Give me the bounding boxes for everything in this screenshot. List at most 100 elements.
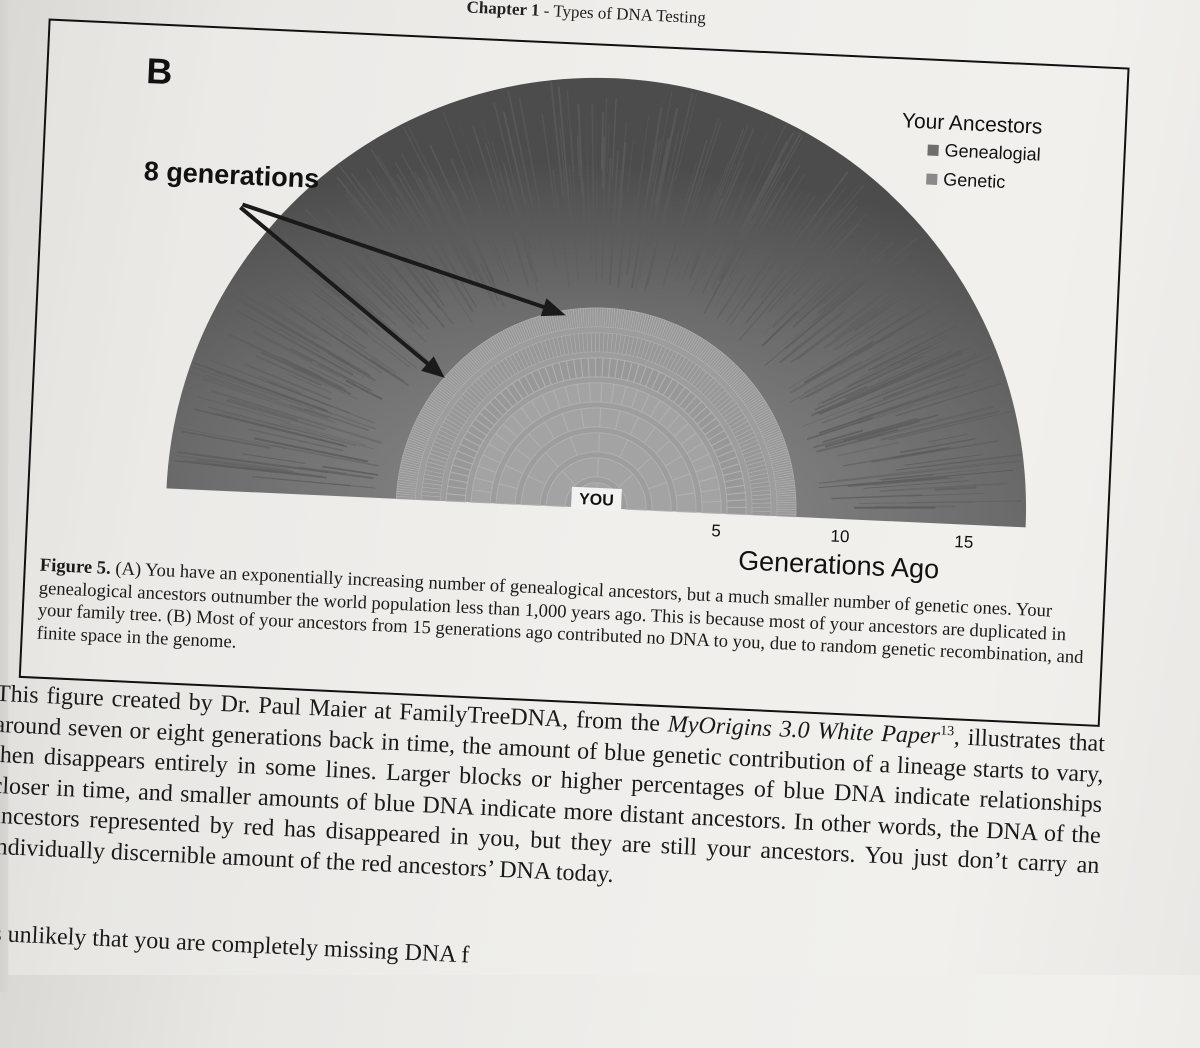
streak (692, 203, 732, 291)
streak (512, 133, 532, 216)
streak (376, 154, 459, 286)
panel-label: B (145, 50, 173, 92)
streak (259, 282, 340, 337)
streak (836, 442, 898, 457)
genealogical-streaks (174, 81, 1023, 509)
streak (495, 182, 530, 288)
streak (204, 374, 279, 401)
streak (391, 239, 434, 294)
streak (369, 148, 474, 313)
streak (245, 466, 300, 475)
streak (215, 371, 332, 415)
streak (817, 433, 886, 453)
streak (811, 346, 970, 417)
streak (824, 420, 920, 448)
streak (869, 291, 945, 339)
streak (675, 91, 698, 181)
streak (727, 201, 751, 246)
streak (688, 183, 739, 297)
streak (241, 308, 365, 379)
streak (822, 249, 867, 292)
streak (806, 184, 859, 249)
streak (251, 263, 357, 338)
streak (626, 233, 634, 275)
streak (882, 356, 992, 400)
footnote-ref: 13 (939, 723, 955, 740)
streak (175, 454, 289, 471)
streak (934, 486, 977, 491)
streak (541, 112, 556, 209)
streak (822, 274, 865, 312)
streak (345, 379, 383, 400)
streak (407, 227, 435, 267)
streak (300, 249, 430, 363)
legend-title: Your Ancestors (901, 109, 1042, 138)
genetic-cell (600, 382, 615, 404)
streak (726, 196, 815, 323)
streak (647, 99, 664, 194)
streak (845, 310, 900, 347)
streak (770, 173, 806, 228)
streak (366, 167, 422, 250)
streak (304, 241, 397, 326)
streak (701, 123, 787, 294)
streak (760, 218, 824, 299)
streak (907, 500, 1022, 504)
streak (570, 128, 575, 172)
streak (784, 283, 864, 350)
streak (675, 182, 712, 282)
streak (647, 93, 694, 285)
streak (279, 356, 320, 377)
streak (837, 461, 999, 481)
streak (345, 349, 382, 374)
running-header: Chapter 1 - Types of DNA Testing (466, 0, 706, 28)
streak (857, 384, 979, 425)
streak (284, 422, 367, 446)
streak (385, 219, 438, 291)
streak (635, 167, 659, 291)
streak (669, 139, 708, 262)
streak (638, 216, 653, 282)
streak (394, 162, 449, 253)
streak (457, 120, 513, 274)
streak (370, 177, 410, 235)
streak (815, 405, 994, 453)
x-tick-15: 15 (954, 532, 974, 552)
streak (345, 190, 428, 295)
streak (858, 390, 941, 419)
streak (742, 214, 811, 308)
streak (557, 193, 570, 287)
streak (480, 263, 500, 302)
streak (417, 177, 473, 277)
streak (830, 264, 881, 308)
streak (606, 124, 610, 174)
streak (471, 124, 502, 214)
streak (849, 271, 925, 327)
streak (835, 306, 879, 338)
section-title: Types of DNA Testing (552, 1, 707, 28)
streak (679, 197, 700, 256)
streak (905, 492, 984, 497)
streak (624, 169, 630, 219)
legend-label-genealogical: Genealogial (944, 140, 1041, 164)
streak (327, 352, 376, 382)
streak (324, 226, 423, 328)
streak (280, 423, 374, 449)
streak (718, 169, 741, 219)
streak (423, 164, 496, 308)
next-paragraph-cut: It’s unlikely that you are completely mi… (0, 919, 470, 969)
streak (586, 165, 590, 219)
streak (818, 460, 1021, 484)
streak (601, 97, 608, 279)
fan-chart: B 8 generations Your Ancestors Genealogi… (143, 50, 1043, 584)
streak (764, 270, 878, 366)
streak (400, 225, 441, 285)
streak (868, 306, 921, 340)
annotation-8-generations: 8 generations (143, 156, 320, 194)
streak (839, 250, 912, 311)
streak (311, 290, 369, 335)
streak (462, 169, 485, 221)
streak (518, 97, 544, 221)
streak (304, 208, 376, 282)
streak (339, 227, 390, 282)
